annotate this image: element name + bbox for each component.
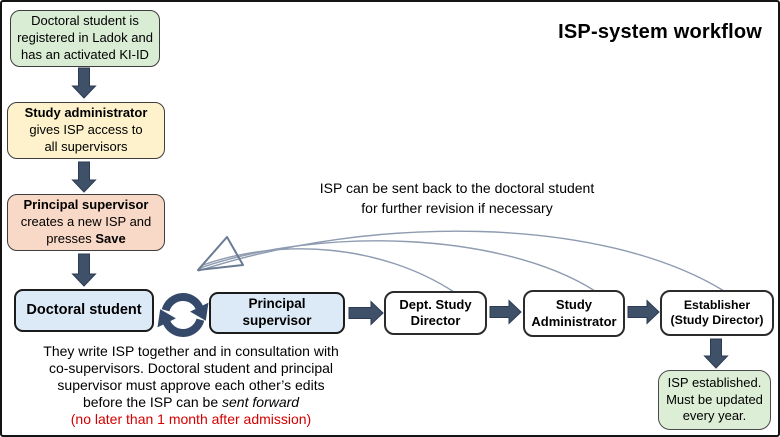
step-registered-text: Doctoral student is registered in Ladok … [17, 13, 153, 62]
deadline-warning: (no later than 1 month after admission) [70, 411, 312, 428]
step-principal-line3-prefix: presses [46, 230, 96, 246]
step-principal-line3: presses Save [46, 231, 126, 248]
diagram-title: ISP-system workflow [558, 21, 762, 43]
arrow-down-2-icon [71, 161, 97, 193]
step-admin-title: Study administrator [24, 105, 148, 121]
feedback-curve-from-establisher [197, 230, 725, 292]
node-study-administrator-label: Study Administrator [531, 297, 617, 329]
node-establisher-label: Establisher (Study Director) [670, 297, 764, 327]
feedback-curve-from-dept-director [202, 248, 455, 293]
node-principal-supervisor: Principal supervisor [209, 292, 345, 334]
footnote-line3: supervisor must approve each other’s edi… [57, 377, 325, 394]
save-label: Save [95, 230, 126, 246]
node-isp-established: ISP established. Must be updated every y… [658, 370, 771, 430]
arrow-right-2-icon [489, 299, 522, 325]
step-principal-title: Principal supervisor [23, 197, 149, 213]
arrow-right-1-icon [348, 300, 384, 326]
arrow-down-4-icon [703, 338, 729, 369]
node-dept-study-director-label: Dept. Study Director [399, 296, 472, 328]
node-study-administrator: Study Administrator [523, 290, 625, 337]
step-admin-body: gives ISP access to all supervisors [29, 122, 143, 154]
sync-icon [157, 293, 209, 337]
footnote-line1: They write ISP together and in consultat… [43, 343, 339, 359]
step-registered-in-ladok: Doctoral student is registered in Ladok … [10, 10, 160, 67]
send-back-annotation: ISP can be sent back to the doctoral stu… [319, 180, 595, 216]
arrow-right-3-icon [627, 299, 660, 325]
open-arrowhead-left-icon [197, 236, 244, 271]
footnote-line4: before the ISP can be sent forward [2, 394, 380, 411]
node-doctoral-student-label: Doctoral student [26, 302, 142, 319]
footnote-line2: co-supervisors. Doctoral student and pri… [48, 360, 334, 377]
arrow-down-3-icon [71, 253, 97, 287]
step-study-administrator-access: Study administrator gives ISP access to … [7, 102, 165, 159]
feedback-curve-from-study-administrator [199, 240, 596, 292]
node-dept-study-director: Dept. Study Director [384, 291, 487, 335]
sent-forward-emphasis: sent forward [222, 394, 300, 411]
step-principal-line2: creates a new ISP and [20, 214, 152, 230]
node-doctoral-student: Doctoral student [14, 289, 154, 332]
step-principal-creates-isp: Principal supervisor creates a new ISP a… [7, 194, 165, 251]
node-establisher: Establisher (Study Director) [660, 290, 774, 336]
node-isp-established-text: ISP established. Must be updated every y… [666, 374, 763, 424]
node-principal-supervisor-label: Principal supervisor [242, 296, 312, 328]
footnote-line4-prefix: before the ISP can be [82, 394, 223, 411]
arrow-down-1-icon [71, 67, 97, 99]
cooperation-footnote: They write ISP together and in consultat… [2, 343, 380, 428]
